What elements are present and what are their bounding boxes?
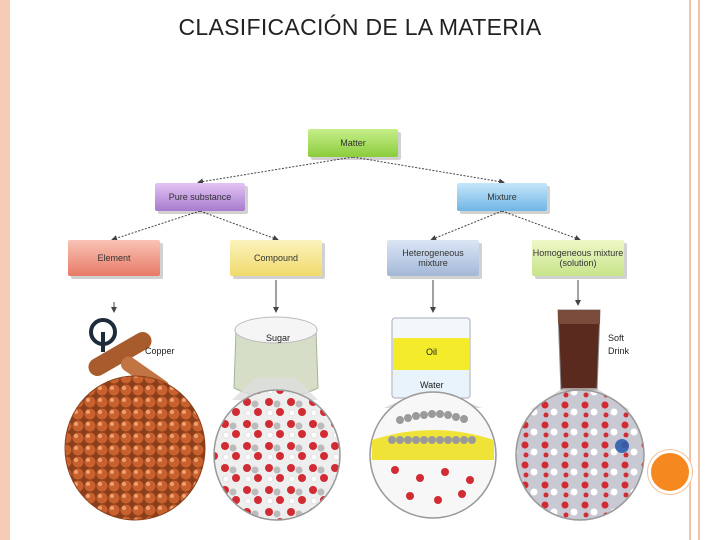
line-pure-element [111, 210, 201, 241]
soft-drink-illustration [515, 309, 645, 521]
slide-right-border [689, 0, 700, 540]
copper-illustration [64, 318, 206, 521]
label-copper: Copper [145, 346, 175, 356]
down-arrows [111, 280, 581, 313]
decorative-orange-circle [648, 450, 692, 494]
box-element: Element [68, 240, 160, 276]
line-pure-compound [199, 210, 279, 241]
box-heterogeneous-mixture: Heterogeneous mixture [387, 240, 479, 276]
line-matter-mixture [352, 156, 505, 185]
tree-connectors [111, 156, 581, 241]
box-pure-substance: Pure substance [155, 183, 245, 211]
line-mixture-heterogeneous [430, 210, 503, 241]
label-oil: Oil [426, 347, 437, 357]
soft-drink-molecules-lens [515, 389, 645, 521]
slide-left-border [0, 0, 10, 540]
box-matter: Matter [308, 129, 398, 157]
line-mixture-homogeneous [501, 210, 581, 241]
copper-atoms-lens [64, 375, 206, 521]
box-compound: Compound [230, 240, 322, 276]
box-mixture: Mixture [457, 183, 547, 211]
oil-water-illustration [369, 317, 497, 519]
label-sugar: Sugar [266, 333, 291, 343]
box-homogeneous-mixture: Homogeneous mixture (solution) [532, 240, 624, 276]
sugar-molecules-lens [213, 389, 341, 521]
label-soft-drink: Soft Drink [608, 333, 630, 356]
slide-title: CLASIFICACIÓN DE LA MATERIA [178, 14, 542, 40]
line-matter-pure [197, 156, 354, 185]
sugar-illustration [213, 316, 341, 521]
label-water: Water [420, 380, 444, 390]
